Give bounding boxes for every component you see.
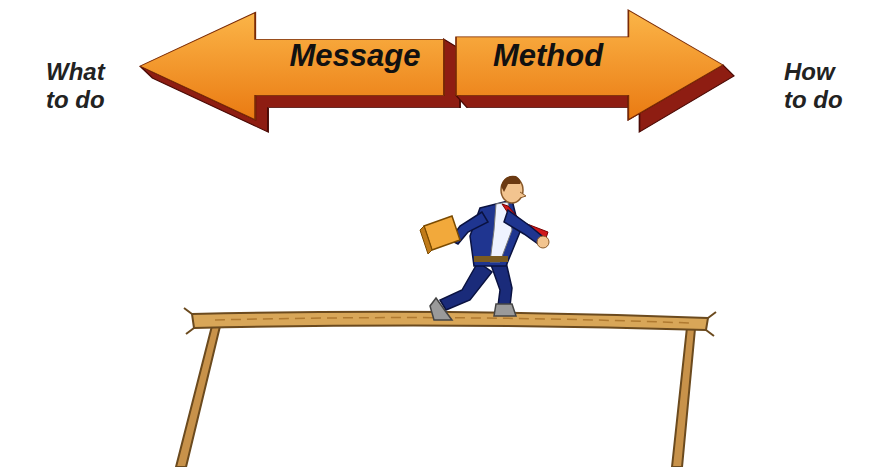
arrow-label: Method [468, 38, 628, 74]
side-caption: How to do [784, 58, 856, 114]
log-beam [192, 312, 708, 330]
right-block-arrow: Method [456, 10, 734, 132]
bridge-post [672, 318, 696, 467]
arrow-label: Message [265, 38, 445, 74]
arrow-face [456, 10, 723, 120]
side-caption: What to do [46, 58, 118, 114]
businessman-figure [420, 176, 549, 320]
arrow-face [140, 12, 444, 119]
log-stub [184, 308, 716, 336]
left-block-arrow: Message [140, 10, 460, 132]
bridge-post [176, 318, 222, 467]
